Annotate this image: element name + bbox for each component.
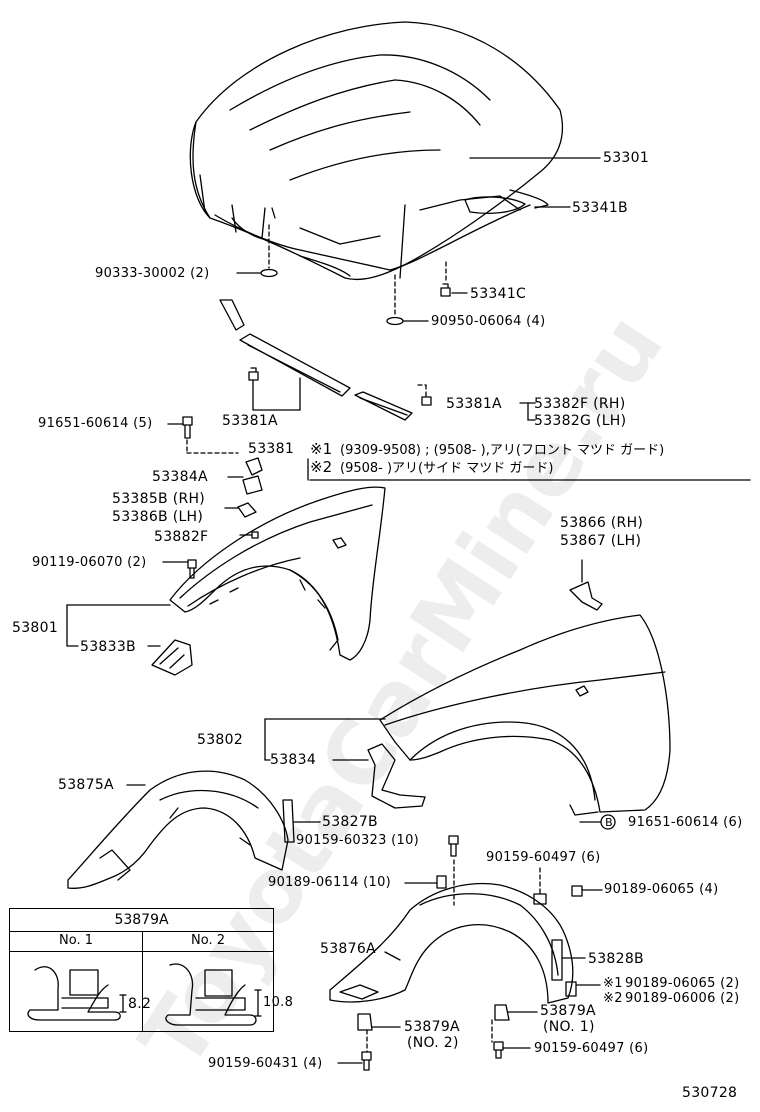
label-90189-06065-b: 90189-06065 (2)	[625, 976, 740, 991]
label-53381a-left: 53381A	[222, 413, 278, 429]
liner-left-drawing	[67, 770, 289, 889]
fender-left-drawing	[169, 486, 386, 661]
label-90189-06114: 90189-06114 (10)	[268, 875, 392, 890]
hood-seal-drawing	[509, 189, 549, 209]
label-53833b: 53833B	[80, 639, 136, 655]
clip-table-col-no1: No. 1	[10, 931, 143, 951]
label-53386b: 53386B (LH)	[112, 509, 204, 525]
label-53867: 53867 (LH)	[560, 533, 642, 549]
clip-table-header-row: No. 1 No. 2	[10, 931, 273, 952]
label-53381: 53381	[248, 441, 295, 457]
clip-table-col-no2: No. 2	[191, 933, 225, 948]
label-53879a-no1: 53879A	[540, 1003, 596, 1019]
clip-table-divider	[142, 951, 143, 1031]
circle-b-marker: B	[605, 816, 613, 829]
label-53381a-right: 53381A	[446, 396, 502, 412]
label-53382g: 53382G (LH)	[534, 413, 627, 429]
clip-no1-dimension: 8.2	[128, 996, 152, 1012]
label-53879a-no2-suffix: (NO. 2)	[407, 1035, 459, 1051]
label-53879a-no1-suffix: (NO. 1)	[543, 1019, 595, 1035]
label-90950-06064: 90950-06064 (4)	[431, 314, 546, 329]
label-53801: 53801	[12, 620, 59, 636]
note-mark-2: ※2	[310, 458, 333, 476]
label-91651-60614-b: 91651-60614 (6)	[628, 815, 743, 830]
clip-table: 53879A No. 1 No. 2	[9, 908, 274, 1032]
label-53802: 53802	[197, 732, 244, 748]
label-53828b: 53828B	[588, 951, 644, 967]
label-53875a: 53875A	[58, 777, 114, 793]
clip-no2-dimension: 10.8	[263, 995, 294, 1010]
note-2-text: (9508- )アリ(サイド マツド ガード)	[340, 461, 554, 476]
label-53384a: 53384A	[152, 469, 208, 485]
label-90189-06065-a: 90189-06065 (4)	[604, 882, 719, 897]
label-90189-06006: 90189-06006 (2)	[625, 991, 740, 1006]
label-90119-06070: 90119-06070 (2)	[32, 555, 147, 570]
hood-drawing	[189, 21, 564, 281]
mark-1: ※1	[603, 976, 623, 991]
label-90333-30002: 90333-30002 (2)	[95, 266, 210, 281]
mark-2: ※2	[603, 991, 623, 1006]
label-90159-60323: 90159-60323 (10)	[296, 833, 420, 848]
label-53876a: 53876A	[320, 941, 376, 957]
clip-no1-drawing	[27, 966, 127, 1021]
fender-right-drawing	[379, 614, 671, 816]
note-mark-1: ※1	[310, 440, 333, 458]
clip-no2-drawing	[165, 963, 262, 1026]
label-53879a-no2: 53879A	[404, 1019, 460, 1035]
label-53301: 53301	[603, 150, 650, 166]
label-53827b: 53827B	[322, 814, 378, 830]
label-53866: 53866 (RH)	[560, 515, 644, 531]
note-1-text: (9309-9508) ; (9508- ),アリ(フロント マツド ガード)	[340, 443, 665, 458]
label-90159-60431: 90159-60431 (4)	[208, 1056, 323, 1071]
label-90159-60497-b: 90159-60497 (6)	[534, 1041, 649, 1056]
label-53834: 53834	[270, 752, 317, 768]
page-code: 530728	[682, 1085, 738, 1101]
label-53341c: 53341C	[470, 286, 527, 302]
label-91651-60614-a: 91651-60614 (5)	[38, 416, 153, 431]
clip-table-title: 53879A	[10, 909, 273, 932]
label-53341b: 53341B	[572, 200, 628, 216]
label-90159-60497-a: 90159-60497 (6)	[486, 850, 601, 865]
label-53382f: 53382F (RH)	[534, 396, 626, 412]
liner-right-drawing	[329, 882, 574, 1004]
label-53385b: 53385B (RH)	[112, 491, 206, 507]
label-53882f: 53882F	[154, 529, 209, 545]
